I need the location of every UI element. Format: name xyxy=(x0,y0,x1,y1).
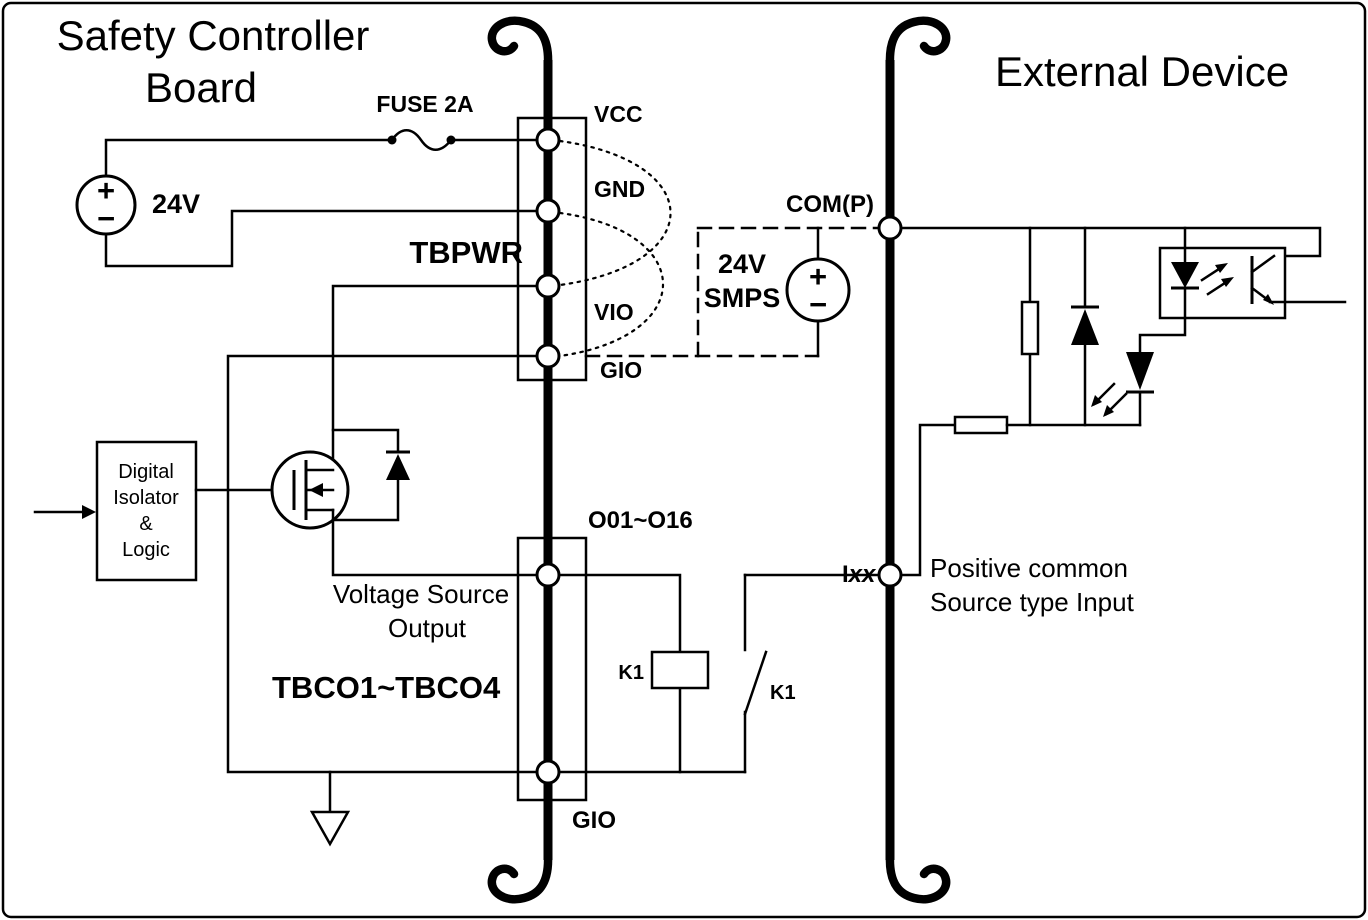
mosfet-symbol xyxy=(270,450,350,530)
voltage-source-label-line1: Voltage Source xyxy=(333,579,509,609)
terminal-com-p xyxy=(877,215,903,241)
supply-minus-sign: − xyxy=(97,201,115,236)
relay-coil xyxy=(650,650,710,690)
supply-24v-source: + − xyxy=(75,173,137,236)
ixx-label-xx: xx xyxy=(847,561,877,588)
board-title-line2: Board xyxy=(145,64,257,111)
supply-24v-label: 24V xyxy=(152,189,200,219)
com-p-label: COM(P) xyxy=(786,191,874,218)
indicator-led xyxy=(1091,316,1187,427)
fuse-symbol xyxy=(387,129,456,151)
com-rail xyxy=(888,226,1322,258)
isolator-label-line4: Logic xyxy=(122,539,170,561)
smps-dashed-wiring xyxy=(584,226,881,358)
isolator-label-line3: & xyxy=(139,513,153,535)
tbpwr-jumper-arcs xyxy=(550,138,672,359)
smps-minus-sign: − xyxy=(809,287,827,322)
voltage-source-label-line2: Output xyxy=(388,613,467,643)
protection-diode xyxy=(1071,226,1099,427)
gio-bottom-label: GIO xyxy=(572,807,616,834)
smps-label-line1: 24V xyxy=(718,249,766,279)
terminal-gio xyxy=(535,343,561,369)
supply-plus-sign: + xyxy=(97,173,115,208)
ixx-label-i: I xyxy=(842,561,849,588)
terminal-label-vcc: VCC xyxy=(594,101,643,127)
board-rail-right xyxy=(885,16,951,904)
tbpwr-label: TBPWR xyxy=(409,235,523,270)
gnd-wire xyxy=(104,209,550,268)
terminal-vcc xyxy=(535,127,561,153)
terminal-label-gnd: GND xyxy=(594,176,645,202)
terminal-vio xyxy=(535,273,561,299)
terminal-gio-bottom xyxy=(535,759,561,785)
vcc-wire xyxy=(104,138,550,178)
terminal-o01 xyxy=(535,562,561,588)
ground-symbol xyxy=(309,770,351,847)
gio-wire xyxy=(226,354,747,774)
input-arrow xyxy=(33,505,96,519)
vio-wire xyxy=(331,284,550,472)
terminal-ixx xyxy=(877,562,903,588)
k1-contact xyxy=(743,423,957,774)
terminal-label-vio: VIO xyxy=(594,299,634,325)
ixx-label: Ixx xyxy=(842,561,877,588)
terminal-gnd xyxy=(535,198,561,224)
digital-isolator-box xyxy=(95,440,198,582)
isolator-label-line2: Isolator xyxy=(113,487,179,509)
fuse-label: FUSE 2A xyxy=(376,91,473,117)
flyback-diode xyxy=(331,428,410,522)
optocoupler xyxy=(1158,226,1347,320)
input-desc-line2: Source type Input xyxy=(930,587,1135,617)
output-range-label: O01~O16 xyxy=(588,507,693,534)
terminal-label-gio: GIO xyxy=(600,357,642,383)
input-desc-line1: Positive common xyxy=(930,553,1128,583)
external-device-title: External Device xyxy=(995,48,1289,95)
smps-source: + − xyxy=(785,257,851,323)
smps-plus-sign: + xyxy=(809,259,827,294)
relay-contact-label: K1 xyxy=(770,682,796,704)
output-wire xyxy=(331,508,682,774)
relay-coil-label: K1 xyxy=(618,662,644,684)
isolator-label-line1: Digital xyxy=(118,461,174,483)
tbco-label: TBCO1~TBCO4 xyxy=(272,670,501,705)
board-title-line1: Safety Controller xyxy=(57,12,370,59)
board-rail-left xyxy=(487,16,553,904)
pullup-resistor xyxy=(1020,226,1040,427)
smps-label-line2: SMPS xyxy=(704,283,781,313)
